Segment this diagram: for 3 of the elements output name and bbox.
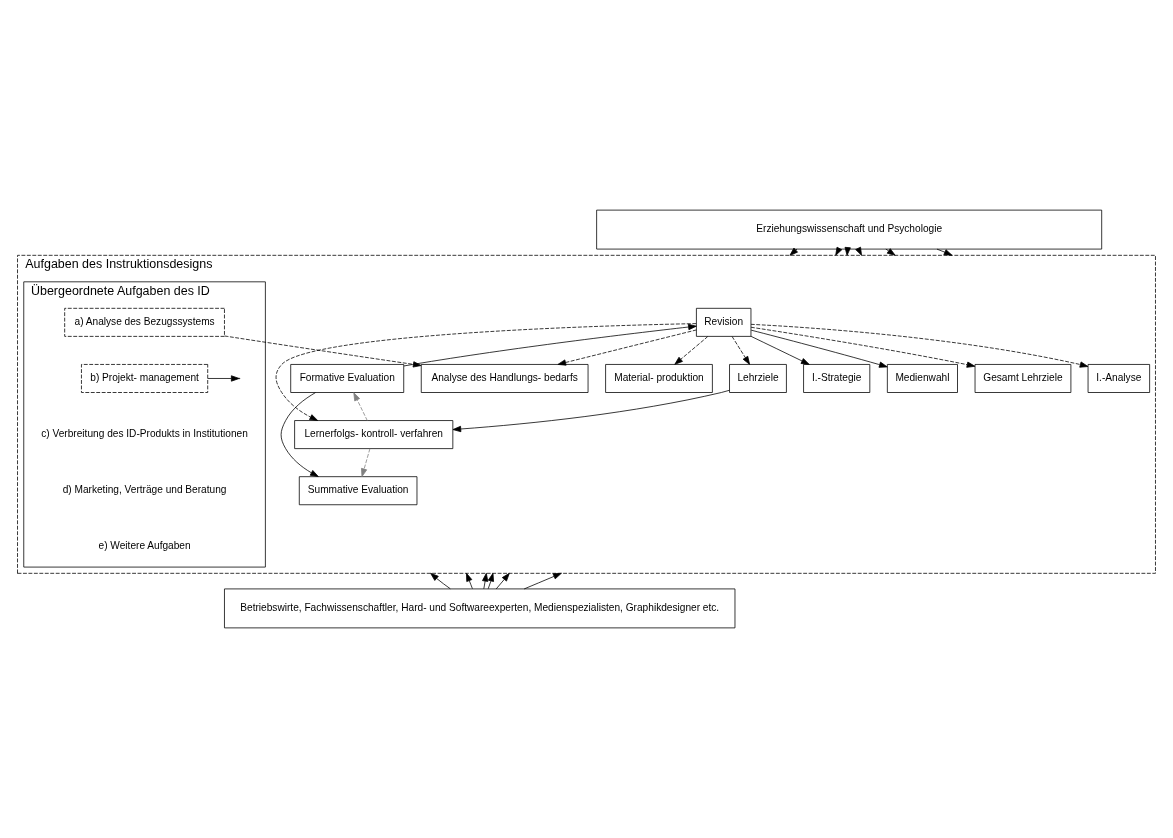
node-text: e) Weitere Aufgaben xyxy=(98,540,191,552)
node-text: d) Marketing, Verträge und Beratung xyxy=(62,484,227,496)
node-text: c) Verbreitung des ID-Produkts in Institutionen xyxy=(41,428,248,440)
